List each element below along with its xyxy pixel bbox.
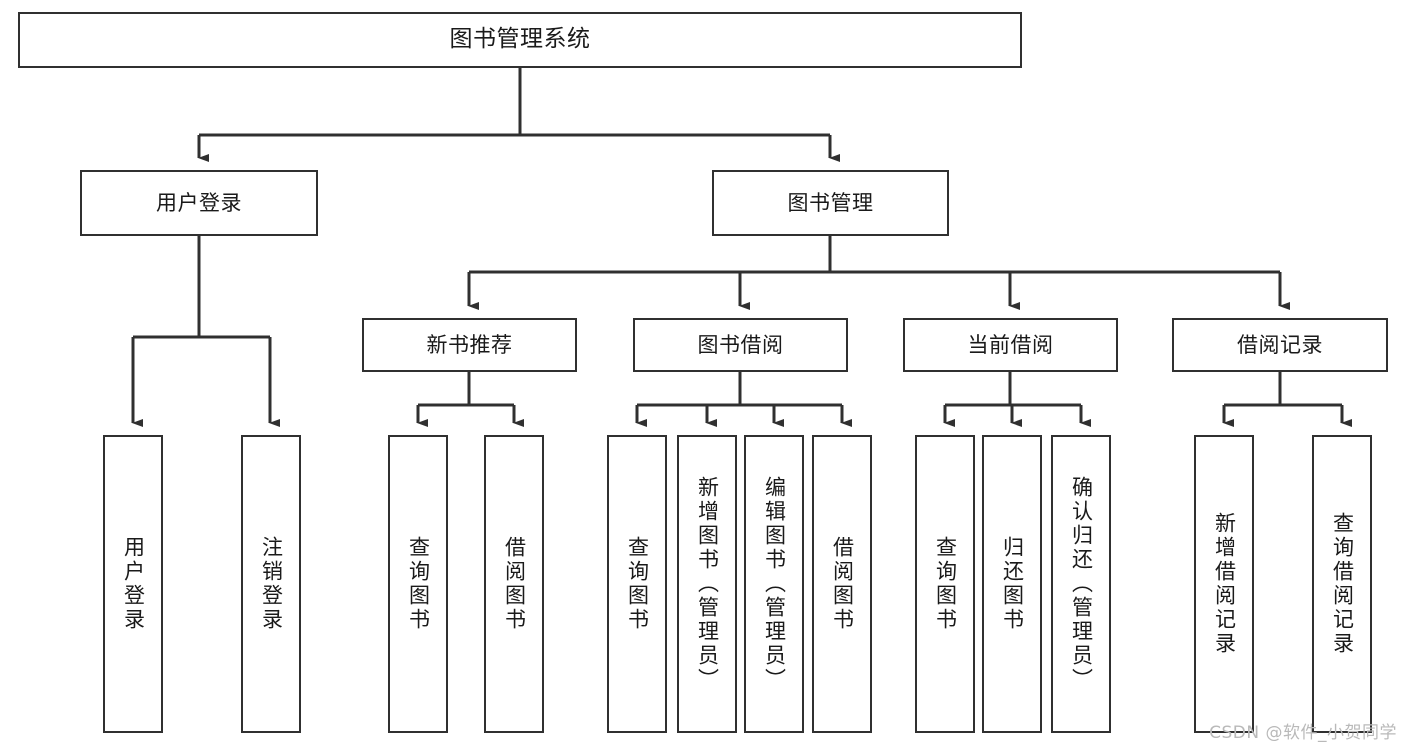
node-book-borrow[interactable]: 图书借阅: [633, 318, 848, 372]
leaf-add-book-admin[interactable]: 新增图书（管理员）: [677, 435, 737, 733]
leaf-add-borrow-record[interactable]: 新增借阅记录: [1194, 435, 1254, 733]
node-label: 借阅图书: [830, 536, 855, 632]
node-label: 新书推荐: [426, 332, 513, 357]
node-root-system[interactable]: 图书管理系统: [18, 12, 1022, 68]
leaf-confirm-return-admin[interactable]: 确认归还（管理员）: [1051, 435, 1111, 733]
node-label: 图书借阅: [697, 332, 784, 357]
node-label: 编辑图书（管理员）: [762, 476, 787, 692]
node-label: 图书管理: [787, 190, 874, 215]
leaf-query-book-recommend[interactable]: 查询图书: [388, 435, 448, 733]
node-current-borrow[interactable]: 当前借阅: [903, 318, 1118, 372]
node-label: 新增借阅记录: [1212, 512, 1237, 656]
node-label: 查询借阅记录: [1330, 512, 1355, 656]
leaf-query-borrow-record[interactable]: 查询借阅记录: [1312, 435, 1372, 733]
leaf-borrow-book-recommend[interactable]: 借阅图书: [484, 435, 544, 733]
leaf-query-book-borrow[interactable]: 查询图书: [607, 435, 667, 733]
node-label: 新增图书（管理员）: [695, 476, 720, 692]
node-label: 注销登录: [259, 536, 284, 632]
node-label: 当前借阅: [967, 332, 1054, 357]
node-label: 归还图书: [1000, 536, 1025, 632]
node-label: 确认归还（管理员）: [1069, 476, 1094, 692]
leaf-query-book-current[interactable]: 查询图书: [915, 435, 975, 733]
node-label: 图书管理系统: [449, 26, 591, 53]
node-label: 借阅图书: [502, 536, 527, 632]
leaf-borrow-book[interactable]: 借阅图书: [812, 435, 872, 733]
node-book-management[interactable]: 图书管理: [712, 170, 949, 236]
node-label: 借阅记录: [1237, 332, 1323, 357]
node-label: 用户登录: [121, 536, 146, 632]
leaf-return-book[interactable]: 归还图书: [982, 435, 1042, 733]
leaf-edit-book-admin[interactable]: 编辑图书（管理员）: [744, 435, 804, 733]
node-new-book-recommend[interactable]: 新书推荐: [362, 318, 577, 372]
leaf-logout[interactable]: 注销登录: [241, 435, 301, 733]
node-user-login[interactable]: 用户登录: [80, 170, 318, 236]
node-label: 查询图书: [406, 536, 431, 632]
node-label: 用户登录: [156, 190, 242, 215]
node-label: 查询图书: [933, 536, 958, 632]
watermark-text: CSDN @软件_小贺同学: [1209, 723, 1397, 743]
node-label: 查询图书: [625, 536, 650, 632]
node-borrow-record[interactable]: 借阅记录: [1172, 318, 1388, 372]
leaf-user-login[interactable]: 用户登录: [103, 435, 163, 733]
